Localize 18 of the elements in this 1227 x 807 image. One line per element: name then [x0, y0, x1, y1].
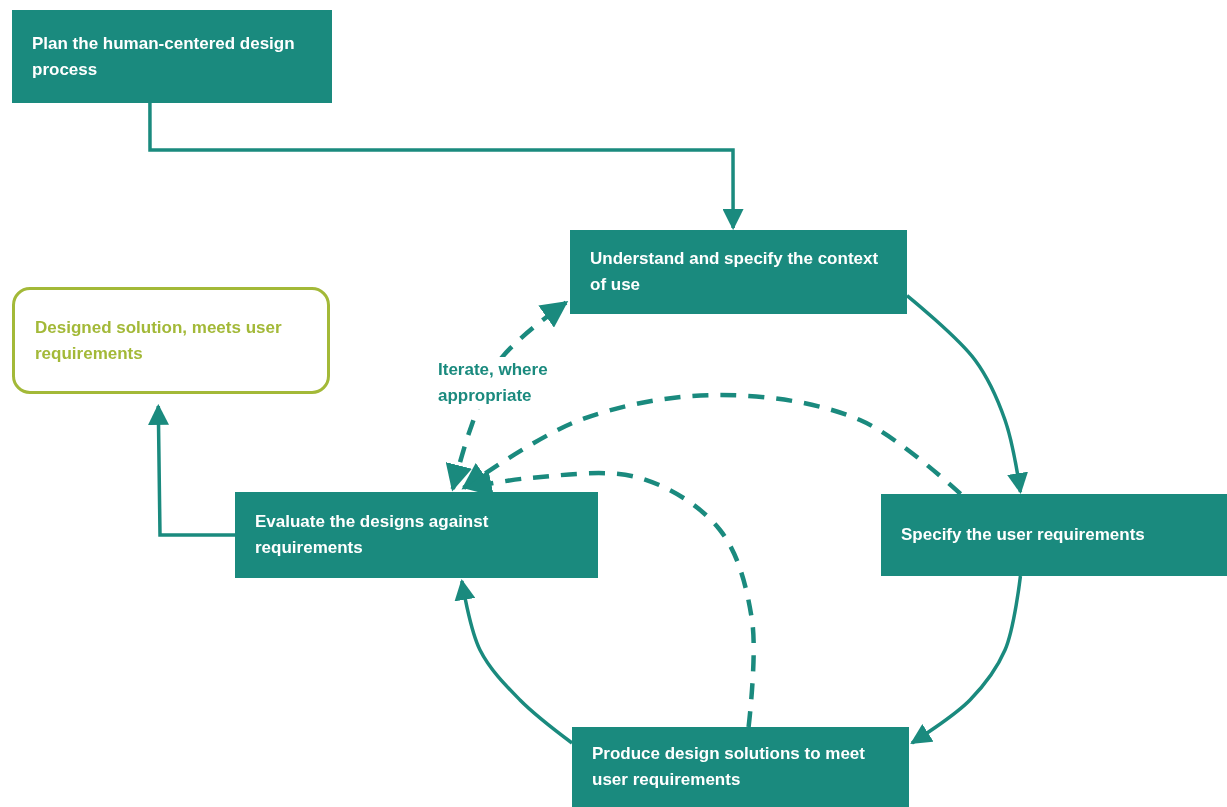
box-label: Produce design solutions to meet user requirements: [592, 743, 866, 791]
arrow: [148, 103, 744, 231]
process-box: [881, 494, 1227, 576]
process-box: [12, 10, 332, 103]
box-label: Specify the user requirements: [901, 524, 1145, 546]
outcome-box: [12, 287, 330, 394]
process-box: [570, 230, 907, 314]
box-label: Designed solution, meets user requirements: [35, 316, 283, 365]
dashed-arrow: [464, 469, 756, 728]
box-label: Evaluate the designs against requirements: [255, 511, 490, 559]
process-box: [572, 727, 909, 807]
arrow: [910, 575, 1023, 745]
arrow: [454, 578, 574, 745]
arrow: [148, 403, 235, 537]
dashed-arrow: [461, 392, 963, 496]
box-label: Plan the human-centered design process: [32, 32, 296, 81]
box-label: Understand and specify the context of use: [590, 248, 880, 296]
process-box: [235, 492, 598, 578]
